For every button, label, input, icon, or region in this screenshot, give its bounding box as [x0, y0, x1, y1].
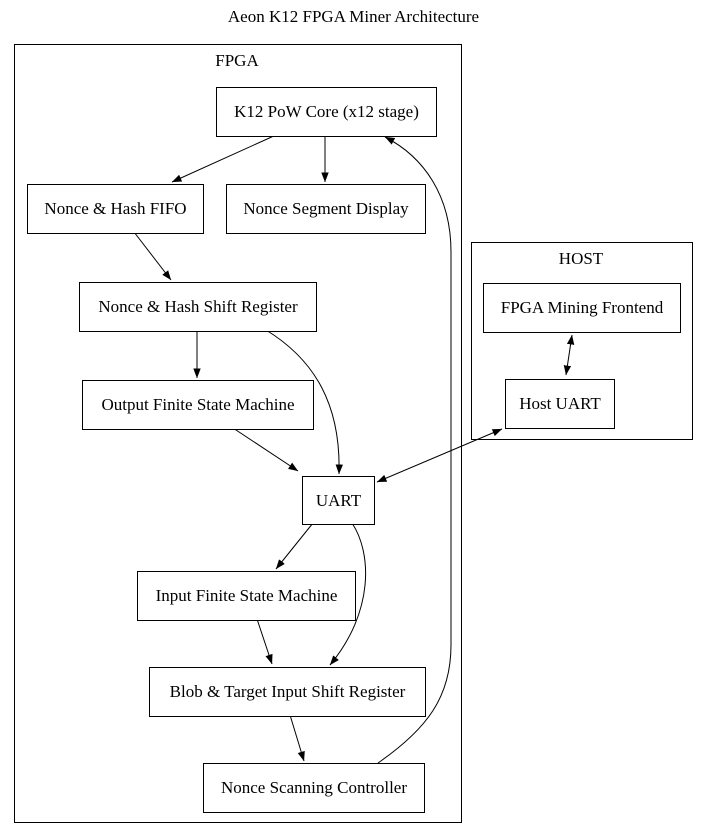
node-nonce-hash-shift-register: Nonce & Hash Shift Register — [79, 282, 317, 332]
edge-uart-host-uart-bidirectional — [376, 428, 503, 483]
edge-uart-to-blob-shift-register — [329, 522, 366, 666]
node-input-fsm: Input Finite State Machine — [137, 571, 356, 621]
edge-output-fsm-to-uart — [232, 427, 299, 472]
edge-blob-shift-register-to-scanner — [289, 714, 305, 762]
node-nonce-scanning-controller: Nonce Scanning Controller — [203, 763, 425, 813]
diagram-title: Aeon K12 FPGA Miner Architecture — [227, 7, 480, 26]
node-output-fsm: Output Finite State Machine — [82, 380, 314, 430]
node-fpga-mining-frontend: FPGA Mining Frontend — [483, 283, 681, 333]
edge-fifo-to-shift-register — [133, 231, 172, 281]
edge-input-fsm-to-blob-shift-register — [256, 618, 273, 665]
host-cluster — [471, 242, 693, 440]
edge-frontend-host-uart-bidirectional — [563, 334, 575, 376]
fpga-cluster-label: FPGA — [215, 51, 259, 70]
edge-shift-register-to-uart — [265, 329, 343, 475]
edge-scanner-to-core — [377, 136, 452, 764]
node-host-uart: Host UART — [505, 379, 615, 429]
node-nonce-hash-fifo: Nonce & Hash FIFO — [27, 184, 204, 234]
node-uart: UART — [302, 476, 375, 525]
node-blob-target-shift-register: Blob & Target Input Shift Register — [149, 667, 426, 717]
node-k12-pow-core: K12 PoW Core (x12 stage) — [216, 87, 437, 137]
host-cluster-label: HOST — [558, 249, 604, 268]
edge-uart-to-input-fsm — [275, 522, 314, 570]
node-nonce-segment-display: Nonce Segment Display — [226, 184, 426, 234]
edge-core-to-fifo — [171, 134, 277, 183]
